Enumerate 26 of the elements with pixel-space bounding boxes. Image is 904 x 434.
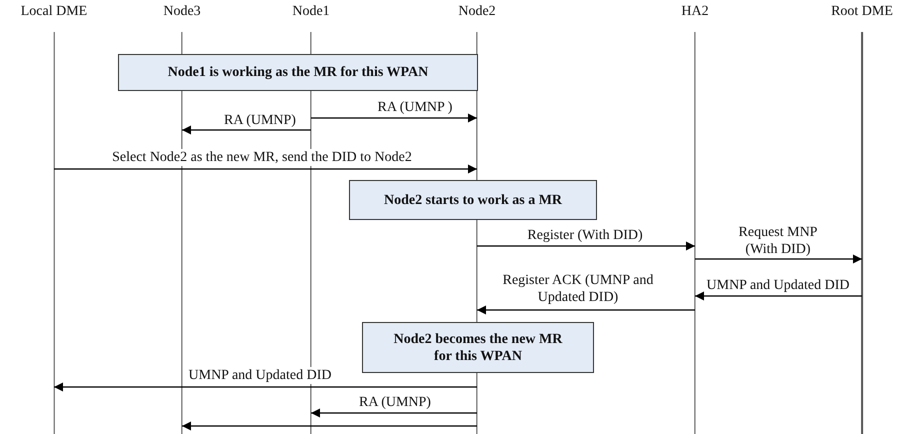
note-box: Node1 is working as the MR for this WPAN [118,54,478,91]
edge-label: UMNP and Updated DID [706,277,850,294]
message-arrow [311,408,477,418]
message-arrow [54,382,477,392]
message-arrow [182,126,311,134]
message-arrow [695,254,862,264]
edge-label: RA (UMNP) [223,112,297,129]
edge-label: Select Node2 as the new MR, send the DID to Node2 [111,149,413,166]
message-arrow [311,114,477,122]
message-arrow [477,306,695,314]
participant-name: Node2 [458,4,496,20]
edge-label: RA (UMNP) [358,394,432,411]
edge-label: Register (With DID) [526,227,644,244]
edge-label: UMNP and Updated DID [188,367,332,384]
note-box: Node2 starts to work as a MR [349,180,597,220]
message-arrow [695,292,862,300]
message-arrow [477,242,695,250]
participant-name: Root DME [831,4,893,20]
message-arrow [54,164,477,174]
participant-name: Node1 [292,4,330,20]
participant-name: HA2 [681,4,709,20]
note-box: Node2 becomes the new MR for this WPAN [362,322,594,373]
edge-label: RA (UMNP ) [376,99,454,116]
participant-name: Node3 [163,4,201,20]
participant-name: Local DME [20,4,88,20]
message-arrow [182,422,477,430]
